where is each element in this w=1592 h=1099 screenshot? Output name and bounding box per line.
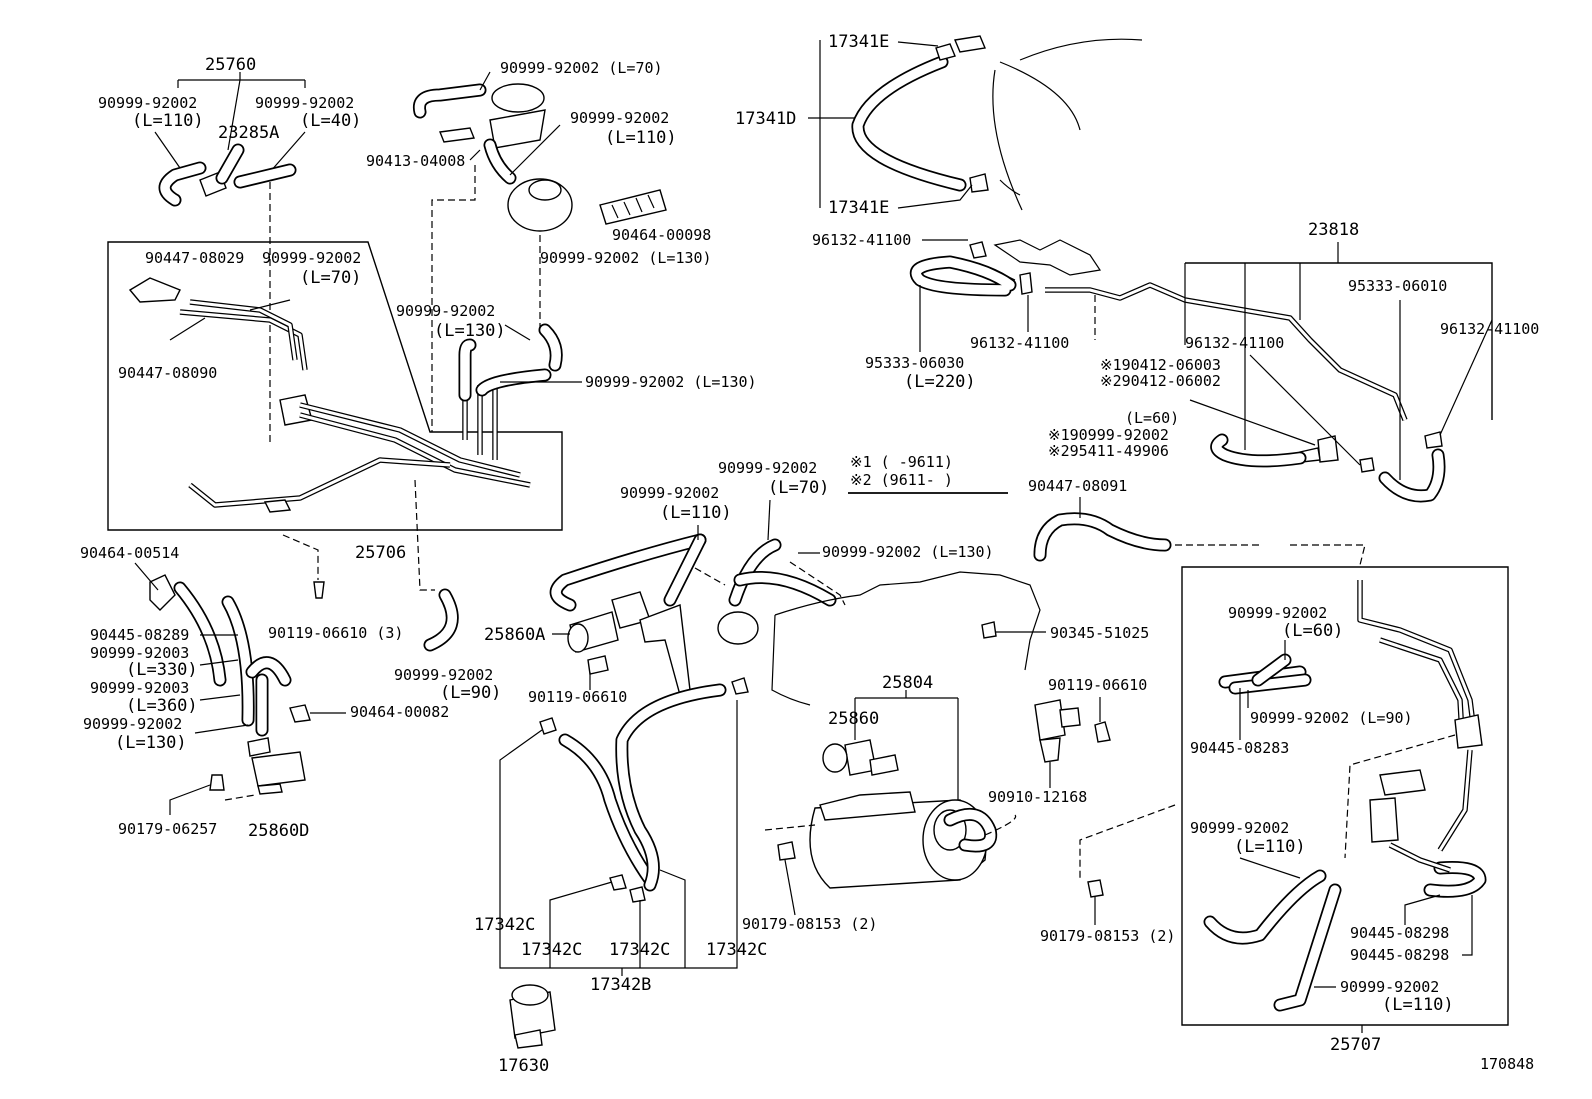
label-25707: 25707 — [1330, 1035, 1381, 1055]
label-17342C-b: 17342C — [521, 940, 582, 960]
label-90999-92002-l70-c: 90999-92002 — [718, 459, 817, 477]
note-2-legend: ※2 (9611- ) — [850, 471, 953, 489]
label-90464-00082: 90464-00082 — [350, 703, 449, 721]
label-90413-04008: 90413-04008 — [366, 152, 465, 170]
label-l60: (L=60) — [1282, 621, 1343, 641]
label-90999-92002-l90-a: 90999-92002 — [394, 666, 493, 684]
label-l110-b: (L=110) — [605, 128, 677, 148]
label-90999-92002-l130-e: 90999-92002 (L=130) — [822, 543, 994, 561]
hose-assembly-23818 — [910, 239, 1493, 503]
label-90999-92002-l130-c: 90999-92002 (L=130) — [585, 373, 757, 391]
label-90999-92003-l330: 90999-92003 — [90, 644, 189, 662]
label-90999-92002-l110-a: 90999-92002 — [98, 94, 197, 112]
label-90999-92002-l70-mid: 90999-92002 — [262, 249, 361, 267]
label-l220: (L=220) — [904, 372, 976, 392]
label-25804: 25804 — [882, 673, 933, 693]
pipe-assembly-box-25707 — [1181, 566, 1509, 1026]
label-90119-06610-3: 90119-06610 (3) — [268, 624, 403, 642]
label-90445-08298-b: 90445-08298 — [1350, 946, 1449, 964]
label-l130-b: (L=130) — [434, 321, 506, 341]
label-note1-90412-06003: ※190412-06003 — [1100, 356, 1221, 374]
label-l70-c: (L=70) — [768, 478, 829, 498]
diagram-number: 170848 — [1480, 1055, 1534, 1073]
label-90445-08298-a: 90445-08298 — [1350, 924, 1449, 942]
label-90119-06610-b: 90119-06610 — [1048, 676, 1147, 694]
label-l90-a: (L=90) — [440, 683, 501, 703]
label-17341E-bot: 17341E — [828, 198, 889, 218]
label-90999-92002-l110-e: 90999-92002 — [1340, 978, 1439, 996]
label-25706: 25706 — [355, 543, 406, 563]
label-90345-51025: 90345-51025 — [1050, 624, 1149, 642]
label-90179-08153-b: 90179-08153 (2) — [1040, 927, 1175, 945]
canister-and-vsv-group — [549, 512, 1366, 889]
pipe-assembly-box-25706 — [107, 165, 563, 531]
label-96132-41100-b: 96132-41100 — [970, 334, 1069, 352]
label-90999-92002-l110-c: 90999-92002 — [620, 484, 719, 502]
label-90999-92002-l70-top: 90999-92002 (L=70) — [500, 59, 663, 77]
label-90447-08029: 90447-08029 — [145, 249, 244, 267]
note-1-legend: ※1 ( -9611) — [850, 453, 953, 471]
label-25860D: 25860D — [248, 821, 309, 841]
label-90464-00098: 90464-00098 — [612, 226, 711, 244]
label-17342C-d: 17342C — [706, 940, 767, 960]
label-17342C-a: 17342C — [474, 915, 535, 935]
label-l130-d: (L=130) — [115, 733, 187, 753]
label-95333-06030: 95333-06030 — [865, 354, 964, 372]
label-l110-d: (L=110) — [1234, 837, 1306, 857]
label-17630: 17630 — [498, 1056, 549, 1076]
label-25860: 25860 — [828, 709, 879, 729]
label-17342C-c: 17342C — [609, 940, 670, 960]
label-l110-c: (L=110) — [660, 503, 732, 523]
label-90999-92002-l60: 90999-92002 — [1228, 604, 1327, 622]
label-17341E-top: 17341E — [828, 32, 889, 52]
label-90999-92002-l130-d: 90999-92002 — [83, 715, 182, 733]
label-23285A: 23285A — [218, 123, 279, 143]
label-96132-41100-a: 96132-41100 — [812, 231, 911, 249]
label-l110-e: (L=110) — [1382, 995, 1454, 1015]
label-90999-92002-l110-b: 90999-92002 — [570, 109, 669, 127]
label-90999-92002-l130-a: 90999-92002 (L=130) — [540, 249, 712, 267]
label-17342B: 17342B — [590, 975, 651, 995]
label-90910-12168: 90910-12168 — [988, 788, 1087, 806]
label-note2-90412-06002: ※290412-06002 — [1100, 372, 1221, 390]
label-25760: 25760 — [205, 55, 256, 75]
label-95333-06010: 95333-06010 — [1348, 277, 1447, 295]
label-17341D: 17341D — [735, 109, 796, 129]
label-90464-00514: 90464-00514 — [80, 544, 179, 562]
label-90999-92002-l110-d: 90999-92002 — [1190, 819, 1289, 837]
hose-assembly-25760 — [154, 72, 306, 207]
label-note1-90999-92002: ※190999-92002 — [1048, 426, 1169, 444]
label-90447-08091: 90447-08091 — [1028, 477, 1127, 495]
label-90447-08090: 90447-08090 — [118, 364, 217, 382]
fuel-tank-hose-17341 — [851, 35, 1143, 211]
label-note2-95411-49906: ※295411-49906 — [1048, 442, 1169, 460]
label-23818: 23818 — [1308, 220, 1359, 240]
vsv-hose-group-left — [149, 479, 459, 801]
label-90179-08153-a: 90179-08153 (2) — [742, 915, 877, 933]
label-96132-41100-d: 96132-41100 — [1185, 334, 1284, 352]
label-l70-mid: (L=70) — [300, 268, 361, 288]
label-90999-92002-l40: 90999-92002 — [255, 94, 354, 112]
label-90179-06257: 90179-06257 — [118, 820, 217, 838]
label-l110-a: (L=110) — [132, 111, 204, 131]
label-90119-06610-a: 90119-06610 — [528, 688, 627, 706]
label-90445-08289: 90445-08289 — [90, 626, 189, 644]
hose-assembly-17342 — [499, 677, 749, 1049]
label-25860A: 25860A — [484, 625, 545, 645]
label-90999-92003-l360: 90999-92003 — [90, 679, 189, 697]
label-l360: (L=360) — [126, 696, 198, 716]
label-96132-41100-c: 96132-41100 — [1440, 320, 1539, 338]
label-l40: (L=40) — [300, 111, 361, 131]
label-l60-note: (L=60) — [1125, 409, 1179, 427]
egr-valve-group — [412, 71, 667, 232]
label-l330: (L=330) — [126, 660, 198, 680]
label-90999-92002-l90-b: 90999-92002 (L=90) — [1250, 709, 1413, 727]
label-90999-92002-l130-b: 90999-92002 — [396, 302, 495, 320]
label-90445-08283: 90445-08283 — [1190, 739, 1289, 757]
